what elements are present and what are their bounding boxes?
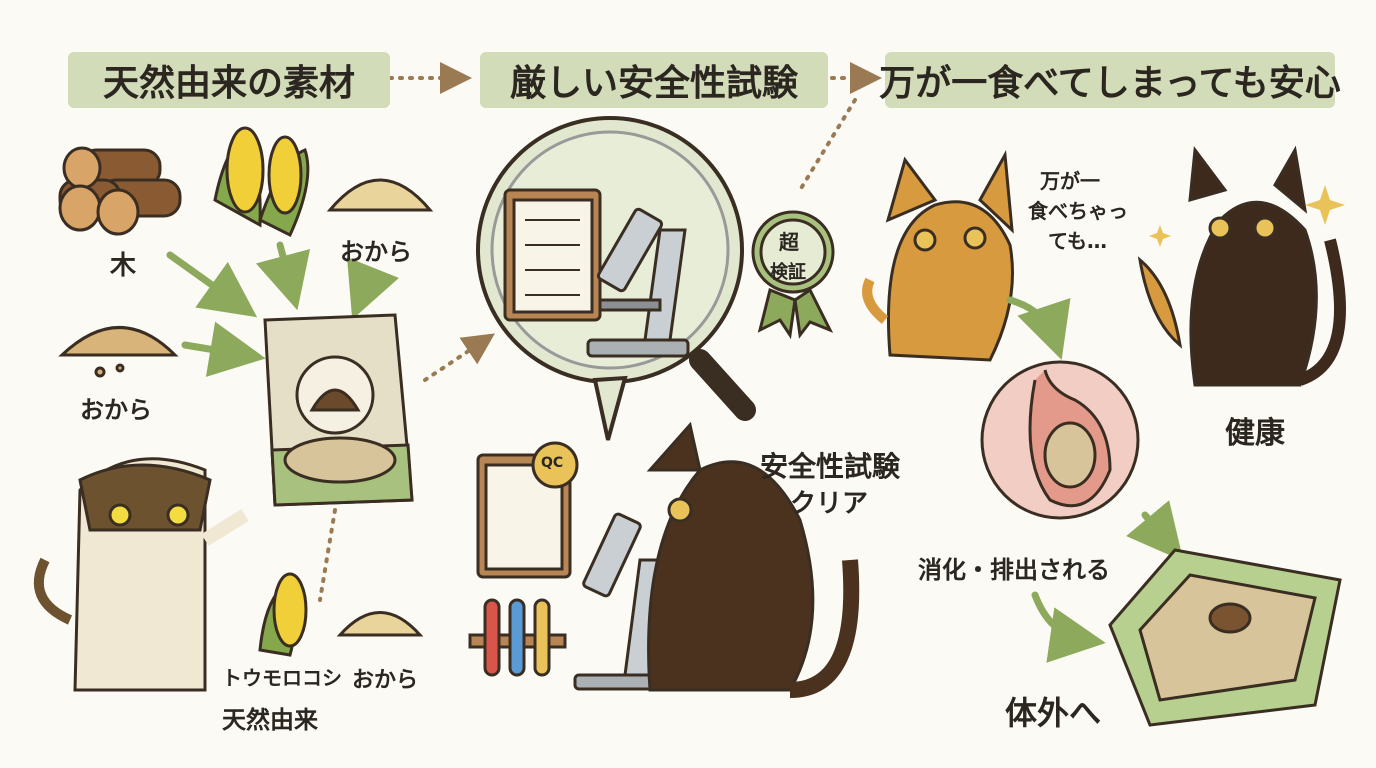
speech-line-2: 食べちゃっ bbox=[1028, 199, 1128, 223]
black-cat-scientist-icon bbox=[646, 421, 860, 698]
microscope-icon bbox=[586, 207, 690, 358]
badge-text-super: 超 bbox=[779, 230, 799, 254]
label-out-of-body: 体外へ bbox=[1005, 694, 1102, 732]
feather-toy-icon bbox=[1137, 256, 1183, 349]
label-okara-top: おから bbox=[340, 238, 412, 266]
speech-line-1: 万が一 bbox=[1040, 169, 1100, 193]
step-title-materials: 天然由来の素材 bbox=[68, 52, 390, 108]
litter-bag-icon bbox=[263, 313, 414, 507]
digestion-arrows bbox=[1006, 296, 1184, 663]
label-corn: トウモロコシ bbox=[222, 666, 342, 690]
tortoiseshell-cat-icon bbox=[1188, 145, 1346, 387]
label-safety-test: 安全性試験 bbox=[760, 450, 901, 483]
header-connectors bbox=[318, 62, 882, 602]
qc-seal-text: QC bbox=[541, 455, 564, 471]
speech-line-3: ても… bbox=[1048, 229, 1107, 253]
step-title-safety: 万が一食べてしまっても安心 bbox=[879, 52, 1341, 108]
stomach-icon bbox=[980, 360, 1140, 520]
badge-text-verify: 検証 bbox=[770, 262, 806, 283]
clipboard-icon bbox=[503, 188, 602, 322]
label-healthy: 健康 bbox=[1225, 416, 1285, 451]
label-okara-left: おから bbox=[80, 396, 152, 424]
label-digest-excrete: 消化・排出される bbox=[918, 556, 1110, 584]
label-okara-bottom: おから bbox=[352, 668, 419, 693]
label-natural-origin: 天然由来 bbox=[222, 706, 318, 734]
corn-icon bbox=[213, 126, 310, 238]
verification-badge-icon bbox=[751, 210, 835, 340]
calico-cat-pointing-icon bbox=[33, 457, 249, 692]
corn-bottom-icon bbox=[258, 572, 308, 657]
litter-box-icon bbox=[1108, 548, 1342, 727]
okara-pile-bottom-icon bbox=[336, 611, 424, 637]
label-cleared: クリア bbox=[790, 489, 869, 519]
connector-bag-lens bbox=[423, 333, 495, 382]
material-arrows bbox=[166, 241, 399, 377]
label-wood: 木 bbox=[110, 251, 137, 281]
orange-tabby-cat-icon bbox=[862, 150, 1014, 362]
okara-pile-top-icon bbox=[326, 178, 434, 212]
clipboard-qc-icon bbox=[476, 441, 579, 579]
connector-bag-bottom bbox=[318, 508, 337, 602]
okara-pile-left-icon bbox=[58, 326, 179, 378]
sparkle-icon bbox=[1149, 185, 1345, 247]
step-title-testing: 厳しい安全性試験 bbox=[480, 52, 828, 108]
wood-logs-icon bbox=[58, 146, 182, 236]
test-tubes-icon bbox=[468, 598, 567, 677]
connector-step3-badge bbox=[798, 98, 857, 192]
